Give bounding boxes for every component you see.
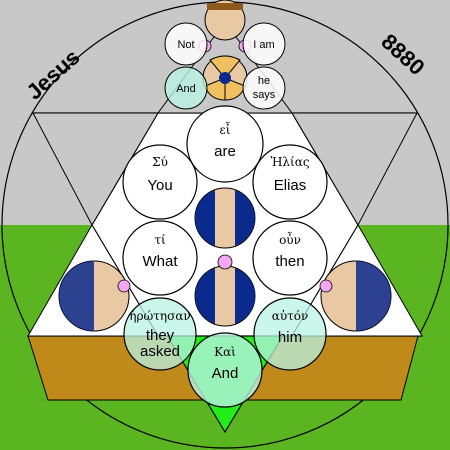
- top-fan-hub-icon: [219, 72, 231, 84]
- left-face-navy-icon: [59, 261, 94, 331]
- english-and: And: [212, 365, 239, 382]
- top-hair-icon: [207, 3, 243, 10]
- verse-circle-you: [122, 144, 198, 220]
- english-elias: Elias: [274, 177, 307, 194]
- word-i-am: I am: [253, 39, 274, 51]
- verse-circle-asked: [123, 297, 197, 371]
- verse-circle-elias: [252, 144, 328, 220]
- greek-you: Σύ: [152, 155, 168, 169]
- left-pink-icon: [117, 279, 131, 293]
- right-pink-icon: [319, 279, 333, 293]
- english-they: they: [146, 327, 175, 344]
- english-then: then: [275, 253, 304, 270]
- word-circle-not: [164, 22, 208, 66]
- word-circle-and-top: [164, 66, 208, 110]
- verse-circles: εἶ are Σύ You Ἠλίας Elias τί What οὖν th…: [122, 105, 328, 408]
- center-upper-navy-left-icon: [195, 190, 215, 246]
- word-he: he: [258, 75, 270, 87]
- verse-circle-what: [122, 220, 198, 296]
- greek-him: αὐτόν: [272, 309, 309, 323]
- side-figures: [58, 260, 392, 332]
- greek-and: Καὶ: [214, 345, 236, 359]
- verse-circle-then: [252, 220, 328, 296]
- greek-are: εἶ: [220, 121, 231, 137]
- verse-circle-and: [187, 332, 263, 408]
- word-says: says: [253, 89, 276, 101]
- greek-asked: ἠρώτησαν: [129, 309, 190, 323]
- right-face-navy-icon: [356, 261, 391, 331]
- word-and-top: And: [176, 83, 196, 95]
- english-you: You: [147, 177, 172, 194]
- word-not: Not: [177, 39, 194, 51]
- greek-then: οὖν: [279, 231, 301, 247]
- top-head-icon: [204, 0, 246, 41]
- word-circle-i-am: [242, 22, 286, 66]
- center-upper-navy-right-icon: [235, 190, 255, 246]
- verse-circle-him: [253, 297, 327, 371]
- english-him: him: [278, 329, 302, 346]
- word-circle-he-says: [242, 66, 286, 110]
- top-word-circles: Not I am And he says: [164, 22, 286, 110]
- verse-circle-are: [186, 105, 264, 183]
- center-pink-icon: [217, 254, 233, 270]
- center-figures: [194, 187, 256, 327]
- greek-elias: Ἠλίας: [270, 155, 309, 169]
- english-asked: asked: [140, 343, 180, 360]
- english-what: What: [142, 253, 178, 270]
- center-lower-navy-right-icon: [235, 268, 255, 324]
- center-lower-navy-left-icon: [195, 268, 215, 324]
- greek-what: τί: [154, 233, 166, 247]
- english-are: are: [214, 143, 236, 160]
